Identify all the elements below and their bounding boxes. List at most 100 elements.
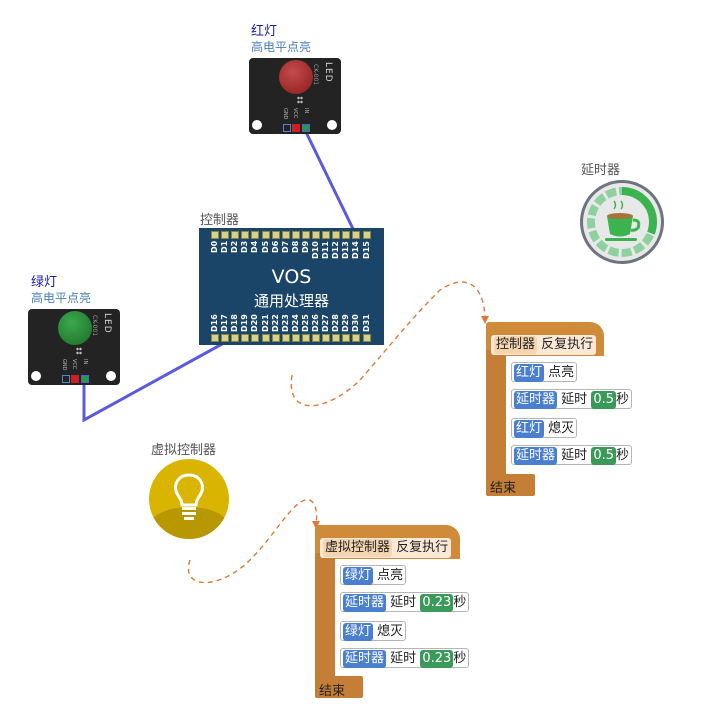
program2-loop-label: 反复执行 xyxy=(396,540,449,555)
device-pill[interactable]: 绿灯 xyxy=(343,567,374,585)
program2-line-3[interactable]: 绿灯 熄灭 xyxy=(340,621,407,641)
action-label: 熄灭 xyxy=(377,624,404,639)
red-led-model: CK-001 xyxy=(312,64,319,86)
unit-label: 秒 xyxy=(453,595,467,610)
device-pill[interactable]: 延时器 xyxy=(514,447,558,465)
program2-line-1[interactable]: 绿灯 点亮 xyxy=(340,565,407,585)
action-label: 延时 xyxy=(561,448,588,463)
controller-pin-top[interactable] xyxy=(352,231,361,239)
controller-pin-top[interactable] xyxy=(291,231,300,239)
red-led-pin-gnd-label: GND xyxy=(282,108,288,120)
controller-pin-top[interactable] xyxy=(211,231,219,239)
controller-pin-bottom[interactable] xyxy=(352,334,361,342)
controller-pin-top[interactable] xyxy=(301,231,310,239)
red-led-lamp xyxy=(279,60,313,94)
pin-vcc[interactable] xyxy=(71,375,79,383)
green-led-lamp xyxy=(58,311,92,345)
timer-caption: 延时器 xyxy=(581,163,621,178)
controller-pin-bottom[interactable] xyxy=(362,334,371,342)
program1-footer xyxy=(486,474,535,496)
action-label: 熄灭 xyxy=(548,421,575,436)
red-led-dots xyxy=(297,96,303,104)
controller-caption: 控制器 xyxy=(200,213,240,228)
controller-pin-top[interactable] xyxy=(251,231,260,239)
controller-pin-top[interactable] xyxy=(312,231,320,239)
controller-pin-top[interactable] xyxy=(332,231,341,239)
delay-value[interactable]: 0.5 xyxy=(591,447,616,465)
controller-pin-top[interactable] xyxy=(231,231,240,239)
controller-pin-top[interactable] xyxy=(342,231,351,239)
device-pill[interactable]: 延时器 xyxy=(514,391,558,409)
pin-in[interactable] xyxy=(81,375,89,383)
green-led-pin-in-label: IN xyxy=(82,359,88,365)
controller-pin-bottom[interactable] xyxy=(291,334,300,342)
controller-pin-bottom[interactable] xyxy=(261,334,270,342)
program2-owner[interactable]: 虚拟控制器 xyxy=(323,539,393,557)
red-led-pin-in-label: IN xyxy=(303,108,309,114)
controller-pin-bottom[interactable] xyxy=(211,334,219,342)
controller-pin-bottom[interactable] xyxy=(332,334,341,342)
controller-pin-bottom[interactable] xyxy=(281,334,290,342)
controller-pin-top[interactable] xyxy=(362,231,371,239)
program1-c-arm xyxy=(486,350,506,478)
timer-device[interactable] xyxy=(580,180,664,264)
green-led-dots xyxy=(76,347,82,355)
controller-pin-bottom[interactable] xyxy=(271,334,280,342)
controller-pin-label: D31 xyxy=(361,314,371,332)
controller-pin-bottom[interactable] xyxy=(342,334,351,342)
green-led-board-label: LED xyxy=(102,313,112,334)
virtual-controller-device[interactable] xyxy=(149,459,229,539)
controller-pin-bottom[interactable] xyxy=(241,334,250,342)
program1-line-1[interactable]: 红灯 点亮 xyxy=(511,362,578,382)
controller-pin-bottom[interactable] xyxy=(221,334,230,342)
device-pill[interactable]: 延时器 xyxy=(343,650,387,668)
device-pill[interactable]: 绿灯 xyxy=(343,623,374,641)
pin-gnd[interactable] xyxy=(283,124,291,132)
pin-in[interactable] xyxy=(302,124,310,132)
red-led-board-label: LED xyxy=(323,62,333,83)
program1-owner[interactable]: 控制器 xyxy=(494,336,538,354)
mount-hole xyxy=(31,371,41,381)
controller-pin-top[interactable] xyxy=(221,231,230,239)
controller-pin-top[interactable] xyxy=(271,231,280,239)
device-pill[interactable]: 红灯 xyxy=(514,364,545,382)
controller-pin-top[interactable] xyxy=(241,231,250,239)
device-pill[interactable]: 红灯 xyxy=(514,420,545,438)
green-led-name: 绿灯 xyxy=(31,275,58,290)
controller-pin-top[interactable] xyxy=(322,231,331,239)
controller-pin-bottom[interactable] xyxy=(322,334,331,342)
program2-c-arm xyxy=(315,553,335,679)
program2-header: 虚拟控制器 反复执行 xyxy=(320,538,452,558)
controller-pin-top[interactable] xyxy=(261,231,270,239)
action-label: 延时 xyxy=(561,392,588,407)
program1-end-label: 结束 xyxy=(490,481,517,496)
controller-pin-top[interactable] xyxy=(281,231,290,239)
wire-red-led[interactable] xyxy=(303,129,357,234)
green-led-subtitle: 高电平点亮 xyxy=(31,291,92,305)
green-led-board[interactable]: LED CK-001 GND VCC IN xyxy=(28,309,120,385)
red-led-pin-vcc-label: VCC xyxy=(292,108,298,119)
controller-pin-label: D15 xyxy=(361,241,371,259)
pin-gnd[interactable] xyxy=(62,375,70,383)
delay-value[interactable]: 0.5 xyxy=(591,391,616,409)
controller-pin-bottom[interactable] xyxy=(251,334,260,342)
delay-value[interactable]: 0.23 xyxy=(420,594,454,612)
green-led-model: CK-001 xyxy=(91,315,98,337)
device-pill[interactable]: 延时器 xyxy=(343,594,387,612)
controller-pin-bottom[interactable] xyxy=(312,334,320,342)
controller-pin-bottom[interactable] xyxy=(301,334,310,342)
delay-value[interactable]: 0.23 xyxy=(420,650,454,668)
program1-line-3[interactable]: 红灯 熄灭 xyxy=(511,418,578,438)
red-led-board[interactable]: LED CK-001 GND VCC IN xyxy=(249,58,341,134)
pin-vcc[interactable] xyxy=(292,124,300,132)
green-led-pin-vcc-label: VCC xyxy=(71,359,77,370)
mount-hole xyxy=(252,120,262,130)
controller-pin-bottom[interactable] xyxy=(231,334,240,342)
unit-label: 秒 xyxy=(616,448,630,463)
program1-header: 控制器 反复执行 xyxy=(491,335,597,355)
